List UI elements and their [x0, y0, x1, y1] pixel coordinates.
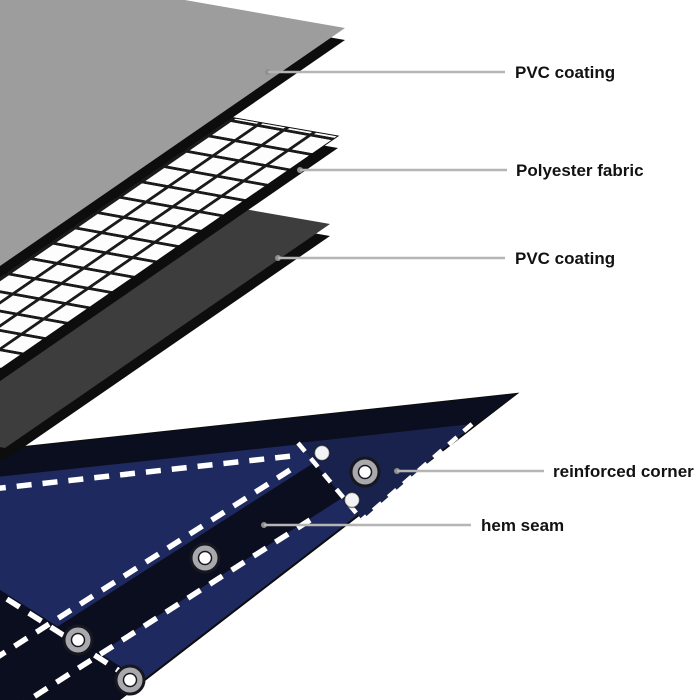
- grommet-hole: [197, 550, 213, 566]
- tarpaulin: [0, 392, 520, 700]
- grommet: [349, 456, 381, 488]
- tarp-top-hem-band: [0, 394, 516, 481]
- label-pvc-coating-top: PVC coating: [515, 63, 615, 82]
- pvc-coating-top-sheet: [0, 0, 345, 278]
- corner-patch-stitch-right: [360, 422, 474, 522]
- callouts: PVC coating Polyester fabric PVC coating…: [261, 63, 694, 535]
- grommet: [114, 664, 146, 696]
- label-hem-seam: hem seam: [481, 516, 564, 535]
- tarp-bottom-edge-wedge: [0, 577, 245, 700]
- hem-seam-stitch-line: [0, 467, 292, 684]
- grommet: [189, 542, 221, 574]
- grommet-hole: [70, 632, 86, 648]
- reinforced-corner-patch: [298, 424, 472, 520]
- gray-sheet-face: [0, 0, 345, 266]
- small-grommet: [343, 491, 361, 509]
- label-pvc-coating-bottom: PVC coating: [515, 249, 615, 268]
- grommet-hole: [122, 672, 138, 688]
- label-reinforced-corner: reinforced corner: [553, 462, 694, 481]
- top-seam-stitch-line: [0, 453, 293, 495]
- small-grommet: [313, 444, 331, 462]
- label-polyester-fabric: Polyester fabric: [516, 161, 644, 180]
- grommet-hole: [357, 464, 373, 480]
- reinforced-corner: [296, 422, 474, 522]
- grommet: [62, 624, 94, 656]
